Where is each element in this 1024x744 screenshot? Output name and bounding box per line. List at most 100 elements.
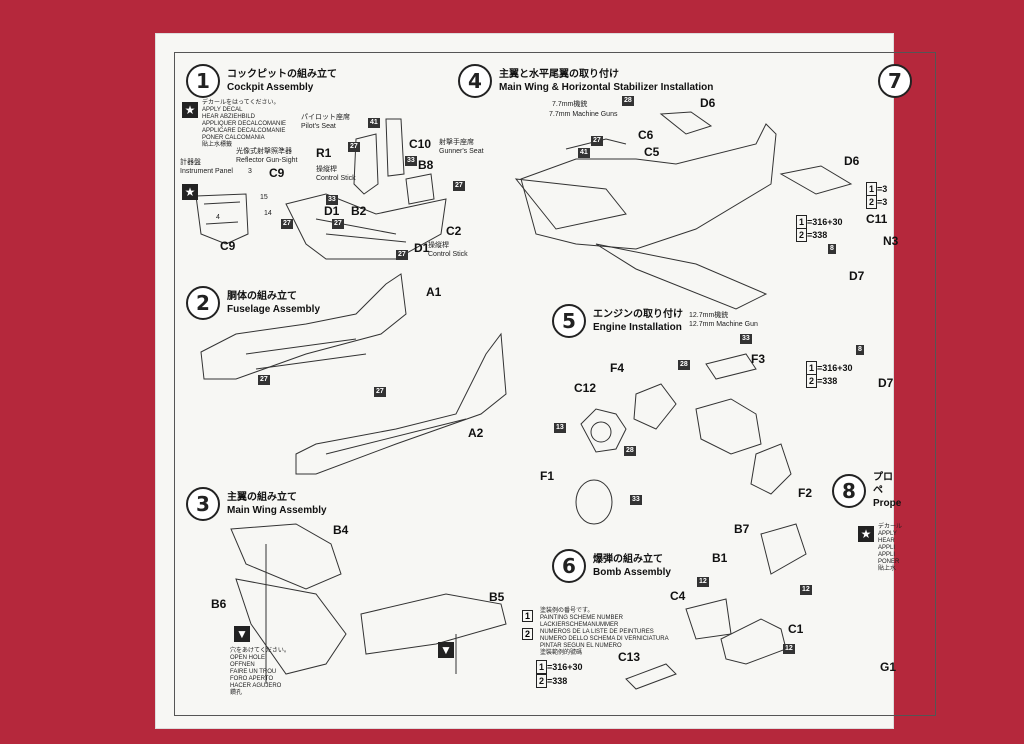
paint-code-33c: 33 [740, 334, 752, 344]
pilot-seat-jp: パイロット座席 [301, 114, 350, 121]
paint-code-27b: 27 [453, 181, 465, 191]
paint-marker-2c: 2 [806, 374, 818, 388]
decal-4: 4 [216, 214, 220, 221]
part-c6: C6 [638, 128, 654, 142]
decal-star-icon-2: ★ [182, 184, 198, 200]
wing-upper-drawing [230, 523, 342, 590]
part-c4: C4 [670, 589, 686, 603]
engine-cylinders-drawing [580, 408, 627, 453]
paint-code-12b: 12 [800, 585, 812, 595]
paint-code-27h: 27 [591, 136, 603, 146]
part-c11: C11 [866, 212, 888, 226]
step-5-header: 5 エンジンの取り付け Engine Installation [552, 304, 683, 338]
step-1-title-jp: コックピットの組み立て [227, 69, 337, 80]
part-b4: B4 [333, 523, 349, 537]
part-c9-lower: C9 [220, 239, 236, 253]
step-2-header: 2 胴体の組み立て Fuselage Assembly [186, 286, 320, 320]
part-d7: D7 [849, 269, 865, 283]
part-d7-b: D7 [878, 376, 894, 390]
step-5-number: 5 [552, 304, 586, 338]
step-8-title-jp: プロペ [873, 472, 893, 496]
part-f4: F4 [610, 361, 625, 375]
paint-code-12c: 12 [783, 644, 795, 654]
step-4-header: 4 主翼と水平尾翼の取り付け Main Wing & Horizontal St… [458, 64, 713, 98]
part-g1: G1 [880, 660, 897, 674]
part-b6: B6 [211, 597, 227, 611]
step-3-title-jp: 主翼の組み立て [227, 492, 297, 503]
part-b8: B8 [418, 158, 434, 172]
decal-3: 3 [248, 168, 252, 175]
cockpit-floor-drawing [285, 193, 447, 260]
step-6-title-en: Bomb Assembly [593, 567, 671, 578]
line-art [195, 111, 853, 690]
part-c13: C13 [618, 650, 641, 664]
paint-code-27g: 27 [374, 387, 386, 397]
instruction-sheet: 1 コックピットの組み立て Cockpit Assembly ★ デカールをはっ… [155, 33, 936, 729]
step-4-title-en: Main Wing & Horizontal Stabilizer Instal… [499, 82, 714, 93]
formula-c-text: =316+30 [817, 363, 853, 373]
paint-marker-1: 1 [866, 182, 878, 196]
paint-code-28c: 28 [624, 446, 636, 456]
step-5-title-en: Engine Installation [593, 322, 682, 333]
step-3-number: 3 [186, 487, 220, 521]
part-c5: C5 [644, 145, 660, 159]
control-stick-1-en: Control Stick [316, 175, 356, 182]
step-5-title-jp: エンジンの取り付け [593, 309, 683, 320]
step-6-title-jp: 爆弾の組み立て [593, 554, 663, 565]
control-stick-2-jp: 操縦桿 [428, 242, 449, 249]
page-frame [174, 52, 936, 716]
formula-a: 1=316+30 [796, 215, 843, 229]
formula-d-text: =338 [817, 376, 838, 386]
step-1-header: 1 コックピットの組み立て Cockpit Assembly [186, 64, 337, 98]
gunner-seat-en: Gunner's Seat [439, 148, 484, 155]
paint-code-28: 28 [622, 96, 634, 106]
formula-truncated-1: 1=3 [866, 182, 887, 196]
decal-star-icon: ★ [182, 102, 198, 118]
part-b2: B2 [351, 204, 367, 218]
pilot-seat-en: Pilot's Seat [301, 123, 336, 130]
mg127-jp: 12.7mm機銃 [689, 312, 729, 319]
paint-code-8b: 8 [856, 345, 864, 355]
aircraft-main-drawing [520, 123, 777, 250]
part-f2: F2 [798, 486, 813, 500]
part-f3: F3 [751, 352, 766, 366]
step-8-number: 8 [832, 473, 866, 508]
hole-note: 穴をあけてください。 OPEN HOLE OFFNEN FAIRE UN TRO… [230, 648, 290, 696]
control-stick-2-en: Control Stick [428, 251, 468, 258]
step-6-number: 6 [552, 549, 586, 583]
decal-14: 14 [264, 210, 272, 217]
paint-code-41: 41 [368, 118, 380, 128]
gunner-seat-jp: 射撃手座席 [439, 139, 474, 146]
paint-code-8: 8 [828, 244, 836, 254]
control-stick-1-jp: 操縦桿 [316, 166, 337, 173]
part-d6-b: D6 [844, 154, 860, 168]
fuselage-a2-drawing [295, 332, 507, 475]
wing-right-drawing [360, 593, 507, 655]
gunsight-en: Reflector Gun-Sight [236, 157, 298, 164]
paint-marker-2: 2 [866, 195, 878, 209]
paint-marker-1a: 1 [796, 215, 808, 229]
paint-scheme-1-icon: 1 [522, 610, 534, 622]
formula-b-text: =338 [807, 230, 828, 240]
part-d1-b: D1 [414, 241, 430, 255]
step-1-title-en: Cockpit Assembly [227, 82, 314, 93]
paint-code-12: 12 [697, 577, 709, 587]
cowling-drawing [695, 398, 762, 455]
instrument-panel-jp: 計器盤 [180, 159, 201, 166]
paint-marker-1e: 1 [536, 660, 548, 674]
part-f1: F1 [540, 469, 555, 483]
part-a1: A1 [426, 285, 442, 299]
part-n3: N3 [883, 234, 899, 248]
step-7-number: 7 [878, 64, 912, 98]
paint-marker-1c: 1 [806, 361, 818, 375]
paint-marker-2a: 2 [796, 228, 808, 242]
step-4-number: 4 [458, 64, 492, 98]
seat-drawing [353, 133, 379, 195]
gunsight-jp: 光像式射撃照準器 [236, 148, 292, 155]
step-8-header: 8 プロペ Prope [832, 471, 901, 510]
step-2-number: 2 [186, 286, 220, 320]
part-r1: R1 [316, 146, 332, 160]
mg77-jp: 7.7mm機銃 [552, 101, 588, 108]
stabilizer-drawing [659, 111, 713, 135]
step-4-title-jp: 主翼と水平尾翼の取り付け [499, 69, 619, 80]
